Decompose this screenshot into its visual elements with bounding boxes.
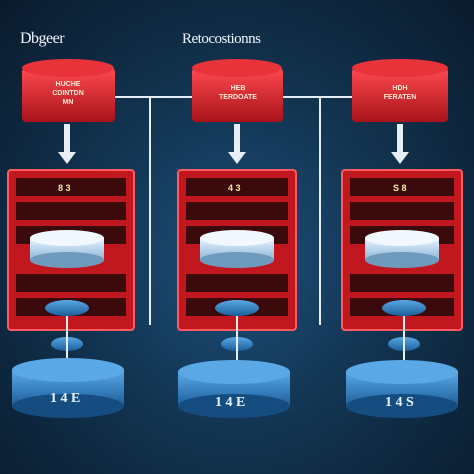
base-disk (12, 358, 124, 418)
down-arrow-shaft (397, 124, 403, 154)
small-blue-disk (215, 300, 259, 351)
connector-lines (115, 96, 352, 325)
down-arrow-head (58, 152, 76, 164)
node-label-line: FERATEN (383, 94, 417, 101)
red-cylinder-node (352, 59, 448, 122)
down-arrow-head (228, 152, 246, 164)
shelf-number-2: 4 3 (228, 183, 241, 193)
node-label-line: TERDOATE (219, 94, 257, 101)
base-disk (346, 360, 458, 418)
shelf-number-3: S 8 (393, 183, 407, 193)
rack-disk (30, 230, 104, 268)
label-right: Retocostionns (182, 31, 261, 47)
node-label-line: MN (62, 99, 74, 106)
red-cylinder-node (192, 59, 283, 122)
node-label-2: HEB TERDOATE (200, 84, 276, 102)
node-label-3: HDH FERATEN (362, 84, 438, 102)
disk-number-2: 1 4 E (215, 395, 246, 410)
down-arrow-shaft (234, 124, 240, 154)
node-label-line: CDINTDN (52, 90, 84, 97)
column-2 (177, 59, 297, 418)
down-arrow-head (391, 152, 409, 164)
node-label-line: HUCHE (55, 81, 81, 88)
disk-number-3: 1 4 S (385, 395, 414, 410)
node-label-1: HUCHE CDINTDN MN (30, 80, 106, 107)
column-1 (7, 59, 135, 418)
shelf-number-1: 8 3 (58, 183, 71, 193)
label-left: Dbgeer (20, 30, 65, 47)
node-label-line: HEB (230, 85, 246, 92)
column-3 (341, 59, 463, 418)
down-arrow-shaft (64, 124, 70, 154)
node-label-line: HDH (392, 85, 408, 92)
base-disk (178, 360, 290, 418)
red-cylinder-node (22, 59, 115, 122)
rack-disk (365, 230, 439, 268)
rack-disk (200, 230, 274, 268)
disk-number-1: 1 4 E (50, 391, 81, 406)
